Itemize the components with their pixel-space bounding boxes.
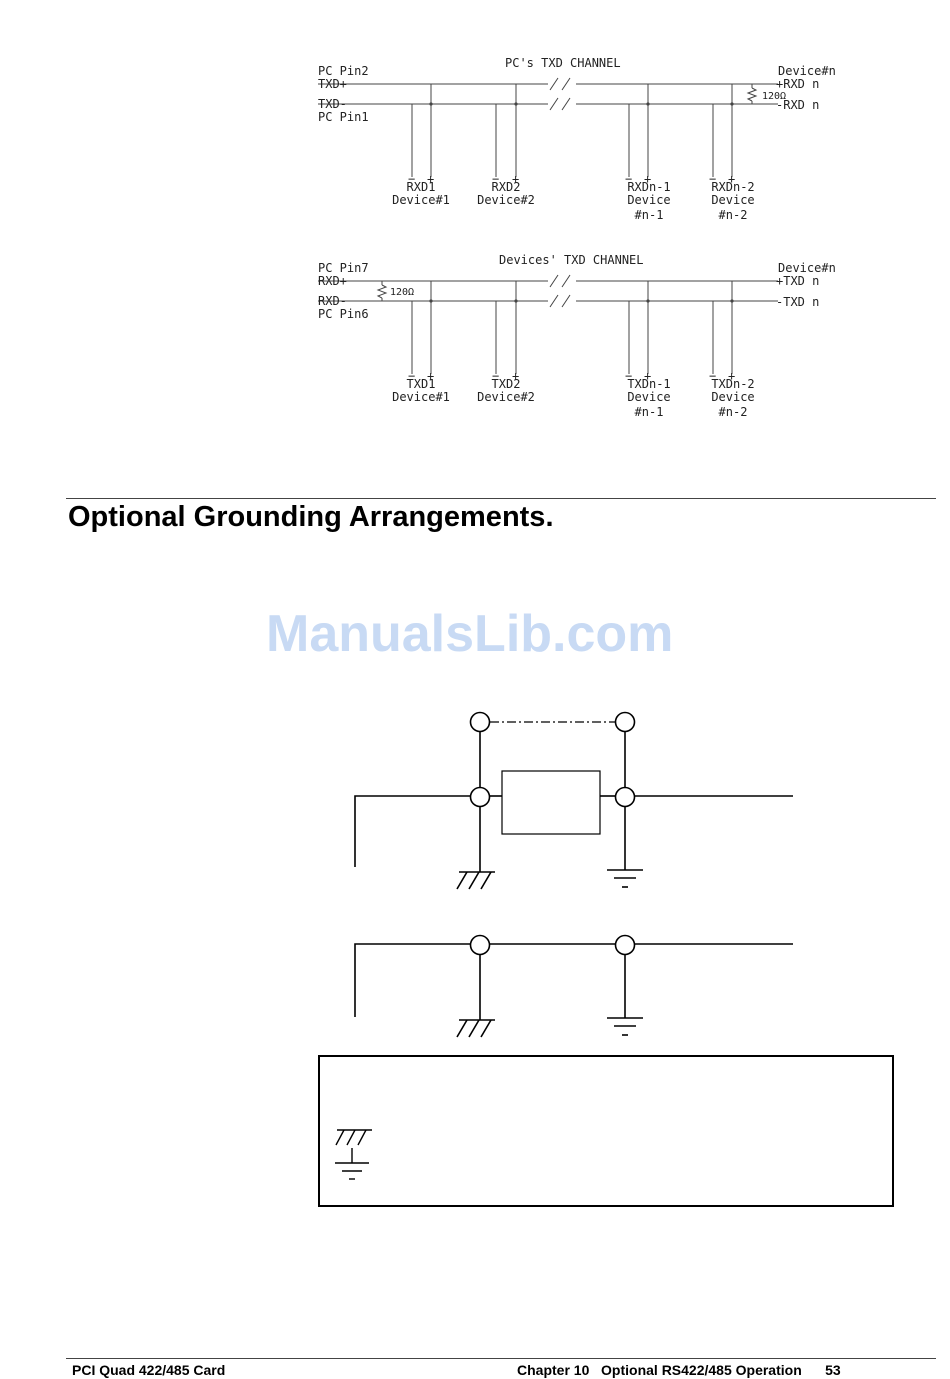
tap2-device: Device#2 bbox=[477, 390, 535, 404]
tap4-minus: − bbox=[709, 369, 716, 383]
pc-pin6-label: PC Pin6 bbox=[318, 307, 369, 321]
tap3-sub: #n-1 bbox=[635, 208, 664, 222]
tap3-device: Device bbox=[627, 193, 670, 207]
tap1-name: RXD1 bbox=[407, 180, 436, 194]
rxd-minus-label: RXD- bbox=[318, 294, 347, 308]
tap4-plus: + bbox=[728, 369, 735, 383]
tap3-name: RXDn-1 bbox=[627, 180, 670, 194]
tap3-minus: − bbox=[625, 369, 632, 383]
device-n-label-2: Device#n bbox=[778, 261, 836, 275]
tap1-device: Device#1 bbox=[392, 390, 450, 404]
pc-pin7-label: PC Pin7 bbox=[318, 261, 369, 275]
tap1-plus: + bbox=[427, 172, 434, 186]
tap3-plus: + bbox=[644, 172, 651, 186]
tap4-name: RXDn-2 bbox=[711, 180, 754, 194]
device-n-label: Device#n bbox=[778, 64, 836, 78]
pc-pin2-label: PC Pin2 bbox=[318, 64, 369, 78]
tap2-device: Device#2 bbox=[477, 193, 535, 207]
footer-divider bbox=[66, 1358, 936, 1359]
section-heading: Optional Grounding Arrangements. bbox=[68, 501, 554, 533]
terminal-top-left bbox=[469, 711, 491, 733]
txd-plus-label: TXD+ bbox=[318, 77, 347, 91]
resistor-label-2: 120Ω bbox=[390, 287, 414, 298]
tap2-minus: − bbox=[492, 172, 499, 186]
tap1-minus: − bbox=[408, 369, 415, 383]
rxd-n-minus-label: -RXD n bbox=[776, 98, 819, 112]
tap4-name: TXDn-2 bbox=[711, 377, 754, 391]
tap2-name: RXD2 bbox=[492, 180, 521, 194]
tap4-minus: − bbox=[709, 172, 716, 186]
tap2-minus: − bbox=[492, 369, 499, 383]
tap3-name: TXDn-1 bbox=[627, 377, 670, 391]
terminal-top-right bbox=[614, 711, 636, 733]
grounding-diagram bbox=[354, 711, 793, 1038]
legend-symbols bbox=[335, 1129, 372, 1180]
tap3-plus: + bbox=[644, 369, 651, 383]
devices-txd-channel-title: Devices' TXD CHANNEL bbox=[499, 253, 644, 267]
tap1-device: Device#1 bbox=[392, 193, 450, 207]
resistor-label: 120Ω bbox=[762, 91, 786, 102]
ground-legend-box bbox=[318, 1055, 894, 1207]
tap1-name: TXD1 bbox=[407, 377, 436, 391]
footer-chapter-page: Chapter 10 Optional RS422/485 Operation … bbox=[517, 1362, 841, 1378]
tap4-sub: #n-2 bbox=[719, 405, 748, 419]
tap4-plus: + bbox=[728, 172, 735, 186]
devices-txd-channel-diagram: Devices' TXD CHANNEL PC Pin7 RXD+ RXD- P… bbox=[318, 253, 836, 419]
watermark: ManualsLib.com bbox=[266, 605, 674, 663]
pc-pin1-label: PC Pin1 bbox=[318, 110, 369, 124]
txd-channel-title: PC's TXD CHANNEL bbox=[505, 56, 621, 70]
tap2-plus: + bbox=[512, 369, 519, 383]
tap3-minus: − bbox=[625, 172, 632, 186]
rxd-plus-label: RXD+ bbox=[318, 274, 347, 288]
tap4-sub: #n-2 bbox=[719, 208, 748, 222]
footer-title: PCI Quad 422/485 Card bbox=[72, 1362, 226, 1378]
tap2-name: TXD2 bbox=[492, 377, 521, 391]
txd-n-plus-label: +TXD n bbox=[776, 274, 819, 288]
tap2-plus: + bbox=[512, 172, 519, 186]
tap3-device: Device bbox=[627, 390, 670, 404]
tap1-plus: + bbox=[427, 369, 434, 383]
tap4-device: Device bbox=[711, 390, 754, 404]
txd-n-minus-label: -TXD n bbox=[776, 295, 819, 309]
tap4-device: Device bbox=[711, 193, 754, 207]
section-divider bbox=[66, 498, 936, 499]
tap1-minus: − bbox=[408, 172, 415, 186]
txd-minus-label: TXD- bbox=[318, 97, 347, 111]
txd-channel-diagram: PC's TXD CHANNEL PC Pin2 TXD+ TXD- PC Pi… bbox=[318, 56, 836, 222]
rxd-n-plus-label: +RXD n bbox=[776, 77, 819, 91]
tap3-sub: #n-1 bbox=[635, 405, 664, 419]
